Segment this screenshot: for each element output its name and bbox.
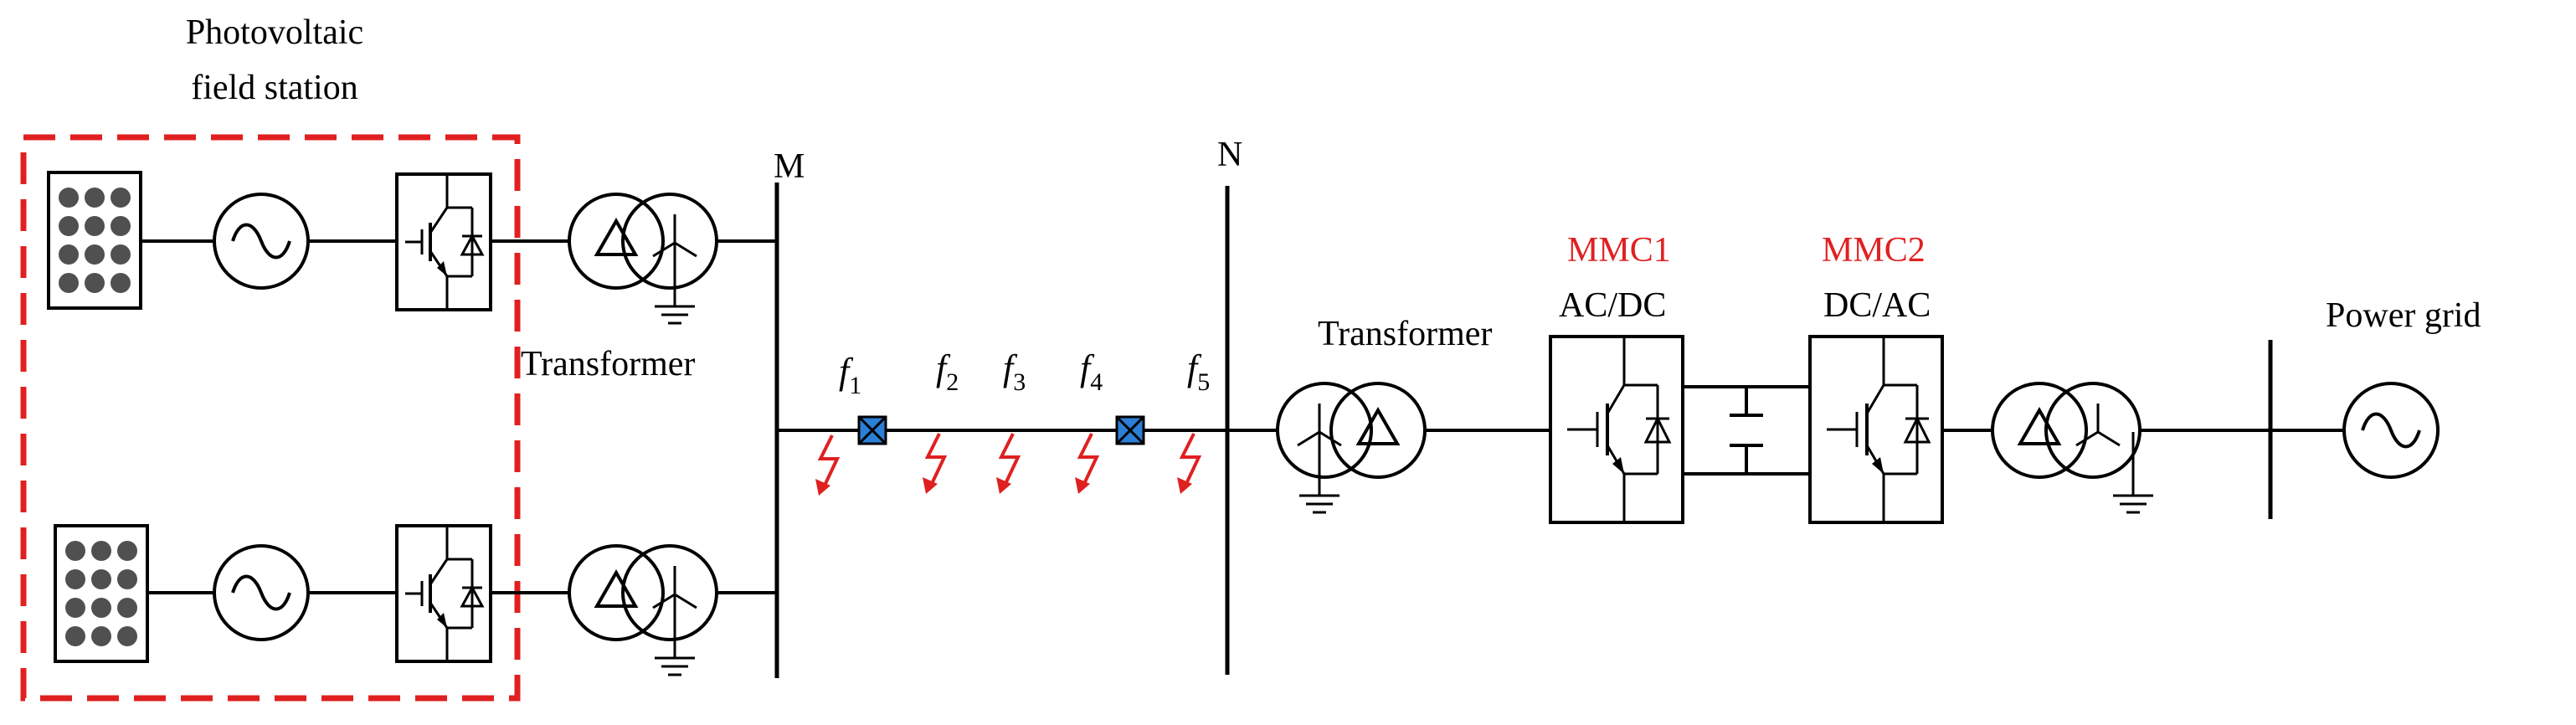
mmc2-converter-icon [1808,335,1944,524]
mmc2-type-label: DC/AC [1823,286,1931,325]
mmc2-label: MMC2 [1822,231,1926,270]
transformer-icon [1991,382,2142,479]
fault-f3: f3 [995,347,1026,496]
fault-bolt-icon [1073,432,1098,496]
bus-n-label: N [1217,136,1242,174]
transformer-icon [568,193,718,290]
pv-branch-lower [54,524,777,676]
pv-panel-icon [54,524,149,663]
fault-bolt-icon [921,432,946,496]
svg-text:f5: f5 [1187,347,1210,396]
mmc1-converter-icon [1549,335,1684,524]
fault-index: 3 [1013,368,1026,396]
svg-text:f4: f4 [1080,347,1103,396]
svg-text:f3: f3 [1003,347,1026,396]
fault-bolt-icon [995,432,1020,496]
fault-f4: f4 [1073,347,1103,496]
transformer-icon [1276,382,1427,479]
converter-icon [395,172,492,311]
transformer-label-left: Transformer [521,345,695,383]
dc-link [1683,385,1810,476]
fault-bolt-icon [1175,432,1201,496]
fault-index: 4 [1090,368,1103,396]
ac-source-icon [213,193,310,290]
converter-icon [395,524,492,663]
pv-station-label-line1: Photovoltaic [186,13,363,52]
pv-panel-icon [47,171,142,310]
fault-f1: f1 [814,351,861,497]
svg-text:f1: f1 [839,351,861,399]
transformer-icon [568,544,718,641]
fault-index: 1 [849,372,861,399]
fault-f5: f5 [1175,347,1210,496]
power-grid-label: Power grid [2326,296,2481,335]
svg-text:f2: f2 [936,347,959,396]
fault-bolt-icon [814,434,839,497]
mmc1-label: MMC1 [1567,231,1671,270]
bus-m-label: M [774,147,805,186]
breaker-icon [1115,415,1145,445]
transformer-label-right: Transformer [1318,315,1492,353]
breaker-icon [857,415,887,445]
ac-source-icon [213,544,310,641]
pv-branch-upper [47,171,777,325]
fault-f2: f2 [921,347,959,496]
pv-station-label-line2: field station [191,69,357,107]
fault-index: 2 [946,368,959,396]
mmc1-type-label: AC/DC [1559,286,1666,325]
power-grid-source-icon [2342,382,2440,479]
pv-station-boundary [20,134,521,702]
fault-index: 5 [1197,368,1210,396]
